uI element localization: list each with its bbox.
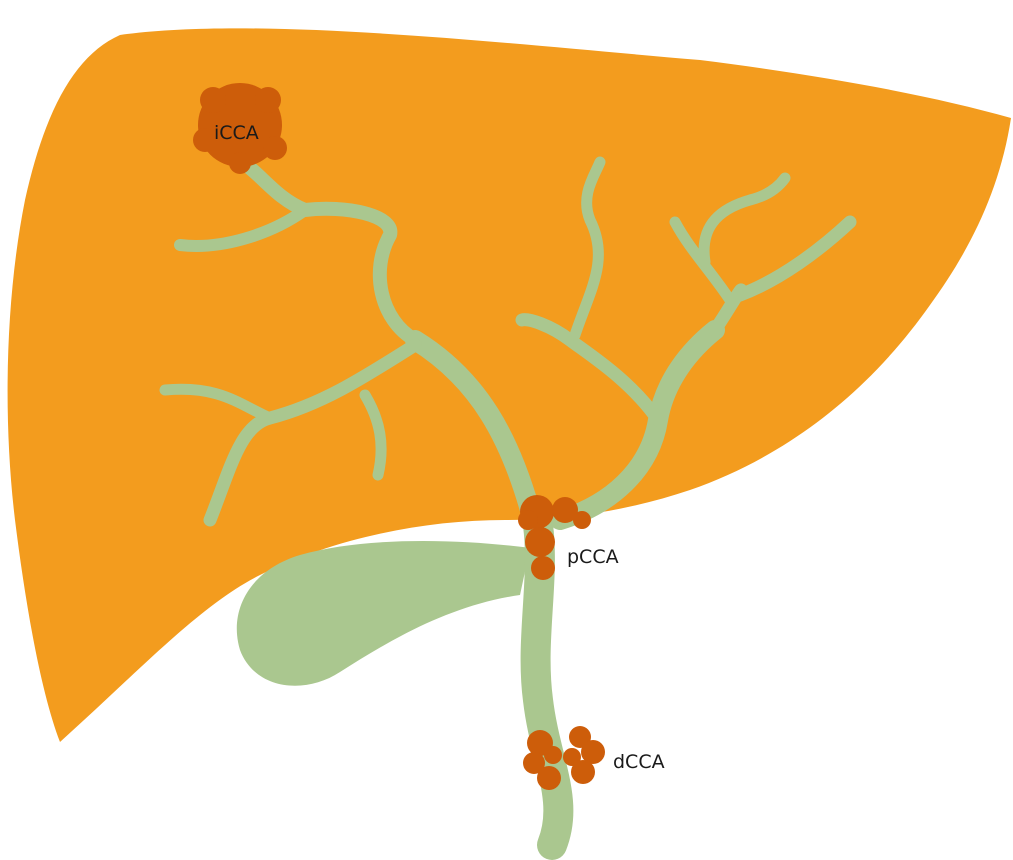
- tumor-dcca-right: [563, 726, 605, 784]
- label-pcca: pCCA: [567, 546, 619, 568]
- gallbladder: [237, 541, 530, 686]
- label-dcca: dCCA: [613, 751, 665, 773]
- label-icca: iCCA: [214, 122, 259, 144]
- liver: [8, 28, 1011, 742]
